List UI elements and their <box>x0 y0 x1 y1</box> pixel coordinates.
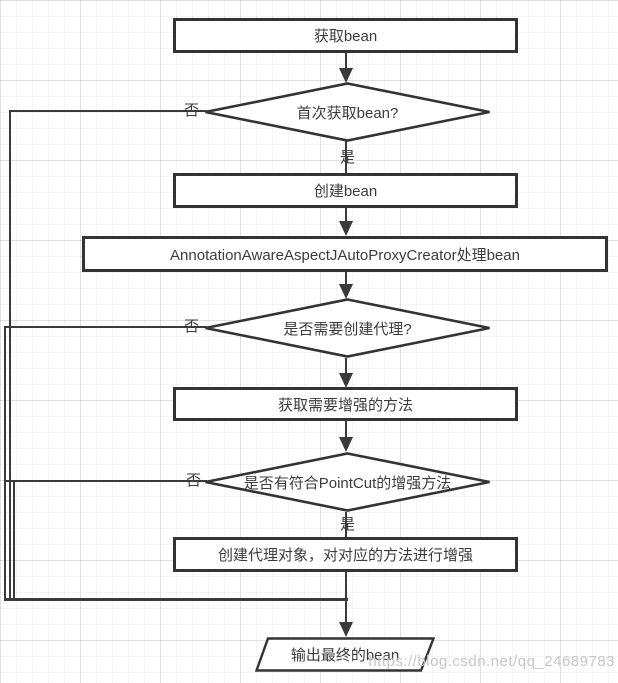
node-need-proxy-decision: 是否需要创建代理? <box>204 298 491 358</box>
node-get-enhance-methods-label: 获取需要增强的方法 <box>277 396 413 414</box>
node-proxy-creator: AnnotationAwareAspectJAutoProxyCreator处理… <box>82 236 608 272</box>
connector-line-no-3-vertical <box>13 480 15 600</box>
arrowhead-icon <box>339 373 353 388</box>
node-create-bean-label: 创建bean <box>313 183 378 200</box>
arrowhead-icon <box>339 221 353 236</box>
connector-line-no-2-vertical <box>4 326 6 600</box>
connector-line-no-3 <box>6 480 207 482</box>
connector-line <box>345 421 347 439</box>
connector-line <box>345 572 347 623</box>
diamond-shape <box>205 452 490 512</box>
connector-line <box>345 208 347 224</box>
edge-label-no-3: 否 <box>186 472 202 489</box>
connector-line-yes-2 <box>345 512 347 538</box>
arrowhead-icon <box>339 622 353 637</box>
edge-label-no-1: 否 <box>184 102 200 119</box>
node-first-get-bean-decision: 首次获取bean? <box>204 82 491 142</box>
node-pointcut-match-label: 是否有符合PointCut的增强方法 <box>243 474 452 492</box>
arrowhead-icon <box>339 68 353 83</box>
node-get-enhance-methods: 获取需要增强的方法 <box>173 387 518 421</box>
connector-line-yes-1 <box>345 141 347 175</box>
node-create-proxy-object: 创建代理对象，对对应的方法进行增强 <box>173 537 518 572</box>
diamond-shape <box>205 82 490 142</box>
node-output-bean-label: 输出最终的bean <box>290 647 400 664</box>
connector-line-no-1-vertical <box>9 110 11 601</box>
node-get-bean: 获取bean <box>173 18 518 53</box>
connector-line-no-1 <box>9 110 207 112</box>
node-output-bean: 输出最终的bean <box>255 637 435 672</box>
diamond-shape <box>205 298 490 358</box>
edge-label-yes-2: 是 <box>340 516 356 533</box>
node-proxy-creator-label: AnnotationAwareAspectJAutoProxyCreator处理… <box>170 246 520 264</box>
node-create-proxy-object-label: 创建代理对象，对对应的方法进行增强 <box>217 547 473 564</box>
node-need-proxy-label: 是否需要创建代理? <box>283 320 412 338</box>
arrowhead-icon <box>339 437 353 452</box>
edge-label-yes-1: 是 <box>340 149 356 166</box>
connector-line-merge-bottom <box>4 598 348 601</box>
arrowhead-icon <box>339 284 353 299</box>
connector-line <box>345 272 347 286</box>
connector-line <box>345 358 347 375</box>
connector-line <box>345 53 347 73</box>
parallelogram-shape <box>255 637 435 672</box>
node-create-bean: 创建bean <box>173 173 518 208</box>
node-first-get-bean-label: 首次获取bean? <box>296 104 399 122</box>
watermark-text: https://blog.csdn.net/qq_24689783 <box>368 653 615 670</box>
edge-label-no-2: 否 <box>184 318 200 335</box>
node-get-bean-label: 获取bean <box>313 28 378 45</box>
node-pointcut-match-decision: 是否有符合PointCut的增强方法 <box>204 452 491 512</box>
connector-line-no-2 <box>4 326 207 328</box>
